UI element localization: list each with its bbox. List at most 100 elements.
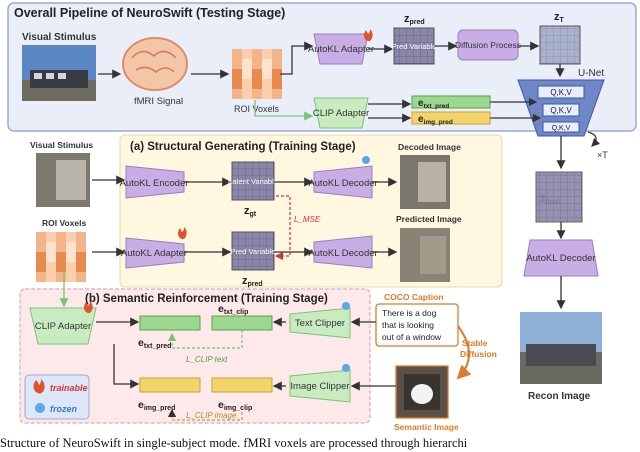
voxel-cell (232, 59, 242, 69)
voxel-cell (46, 262, 56, 272)
window-photo-a (36, 153, 90, 207)
flame-icon (84, 301, 93, 314)
l-clip-text-label: L_CLIP text (186, 355, 228, 364)
voxel-cell (46, 272, 56, 282)
voxel-cell (252, 59, 262, 69)
recon-image (520, 312, 602, 384)
voxel-cell (262, 49, 272, 59)
z-pred-label-a: zpred (242, 275, 263, 288)
voxel-cell (66, 232, 76, 242)
voxel-cell (66, 242, 76, 252)
voxel-cell (56, 272, 66, 282)
e-img-clip-b: eimg_clip (211, 377, 273, 412)
voxel-cell (232, 49, 242, 59)
svg-text:Q,K,V: Q,K,V (550, 106, 572, 115)
voxel-cell (252, 49, 262, 59)
snowflake-icon (362, 156, 370, 164)
autokl-adapter-a: AutoKL Adapter (121, 237, 187, 269)
voxel-cell (232, 69, 242, 79)
decoded-image (400, 155, 450, 209)
snowflake-icon (342, 364, 350, 372)
svg-text:Text Clipper: Text Clipper (295, 318, 345, 329)
autokl-decoder-right: AutoKL Decoder (523, 239, 599, 277)
autokl-decoder-a-top: AutoKL Decoder (308, 165, 378, 199)
svg-text:etxt_pred: etxt_pred (138, 337, 171, 350)
voxel-cell (242, 89, 252, 99)
caption-box: There is a dog that is looking out of a … (375, 303, 459, 347)
svg-text:AutoKL Decoder: AutoKL Decoder (308, 178, 377, 189)
visual-stimulus-label: Visual Stimulus (22, 32, 97, 43)
visual-stimulus-label-a: Visual Stimulus (30, 140, 93, 150)
predicted-image (400, 228, 450, 282)
svg-text:Image Clipper: Image Clipper (290, 381, 349, 392)
svg-text:Latent Variable: Latent Variable (228, 177, 278, 186)
fmri-signal-label: fMRI Signal (134, 96, 183, 107)
flame-icon (33, 379, 45, 394)
predicted-image-label: Predicted Image (396, 214, 462, 224)
figure-caption: Structure of NeuroSwift in single-subjec… (0, 436, 468, 450)
e-txt-pred-top: etxt_pred (411, 95, 491, 110)
svg-text:Q,K,V: Q,K,V (552, 125, 571, 132)
l-mse-label: L_MSE (294, 215, 321, 224)
flame-icon (364, 29, 373, 42)
voxel-cell (36, 252, 46, 262)
clip-adapter-top: CLIP Adapter (313, 97, 369, 129)
voxel-cell (262, 79, 272, 89)
voxel-cell (272, 69, 282, 79)
voxel-cell (76, 272, 86, 282)
z-t-label: zT (554, 11, 565, 24)
voxel-cell (252, 69, 262, 79)
train-photo (22, 45, 96, 101)
snowflake-icon (35, 403, 45, 413)
voxel-cell (66, 252, 76, 262)
structural-title: (a) Structural Generating (Training Stag… (130, 141, 356, 153)
autokl-adapter-top: AutoKL Adapter (308, 33, 374, 65)
e-txt-pred-b: etxt_pred (138, 315, 201, 350)
voxel-cell (262, 69, 272, 79)
svg-text:Pred Variable: Pred Variable (231, 247, 276, 256)
voxel-cell (252, 89, 262, 99)
voxel-cell (76, 262, 86, 272)
z-pred-top: zpred (404, 13, 425, 26)
voxel-cell (232, 79, 242, 89)
svg-text:Diffusion Process: Diffusion Process (455, 40, 521, 50)
roi-voxels-grid-a (36, 232, 86, 282)
svg-text:etxt_clip: etxt_clip (218, 303, 248, 316)
brain-icon (122, 37, 188, 91)
voxel-cell (242, 69, 252, 79)
voxel-cell (56, 252, 66, 262)
voxel-cell (36, 272, 46, 282)
stable-diffusion-label-2: Diffusion (460, 349, 497, 359)
svg-text:eimg_pred: eimg_pred (418, 114, 453, 126)
voxel-cell (46, 242, 56, 252)
e-img-pred-b: eimg_pred (138, 377, 201, 412)
clip-adapter-b: CLIP Adapter (29, 307, 97, 345)
svg-text:AutoKL Adapter: AutoKL Adapter (121, 248, 187, 259)
svg-text:that is looking: that is looking (382, 320, 434, 330)
latent-variable: Latent Variable (228, 161, 278, 201)
semantic-title: (b) Semantic Reinforcement (Training Sta… (85, 293, 328, 305)
roi-voxels-grid (232, 49, 282, 99)
svg-text:AutoKL Decoder: AutoKL Decoder (526, 253, 595, 264)
voxel-cell (76, 232, 86, 242)
frozen-label: frozen (50, 404, 78, 414)
l-clip-image-label: L_CLIP image (186, 411, 237, 420)
voxel-cell (242, 49, 252, 59)
voxel-cell (46, 252, 56, 262)
roi-voxels-label-a: ROI Voxels (42, 218, 87, 228)
voxel-cell (66, 262, 76, 272)
image-clipper: Image Clipper (289, 369, 351, 403)
voxel-cell (232, 89, 242, 99)
voxel-cell (36, 232, 46, 242)
svg-text:etxt_pred: etxt_pred (418, 98, 449, 110)
svg-text:AutoKL Decoder: AutoKL Decoder (308, 248, 377, 259)
voxel-cell (272, 49, 282, 59)
decoded-image-label: Decoded Image (398, 142, 461, 152)
trainable-label: trainable (50, 383, 88, 393)
stable-diffusion-label-1: Stable (462, 338, 488, 348)
e-img-pred-top: eimg_pred (411, 111, 491, 126)
voxel-cell (56, 242, 66, 252)
pred-variable-top: Pred Variable (392, 27, 436, 65)
svg-text:out of a window: out of a window (382, 332, 442, 342)
voxel-cell (252, 79, 262, 89)
